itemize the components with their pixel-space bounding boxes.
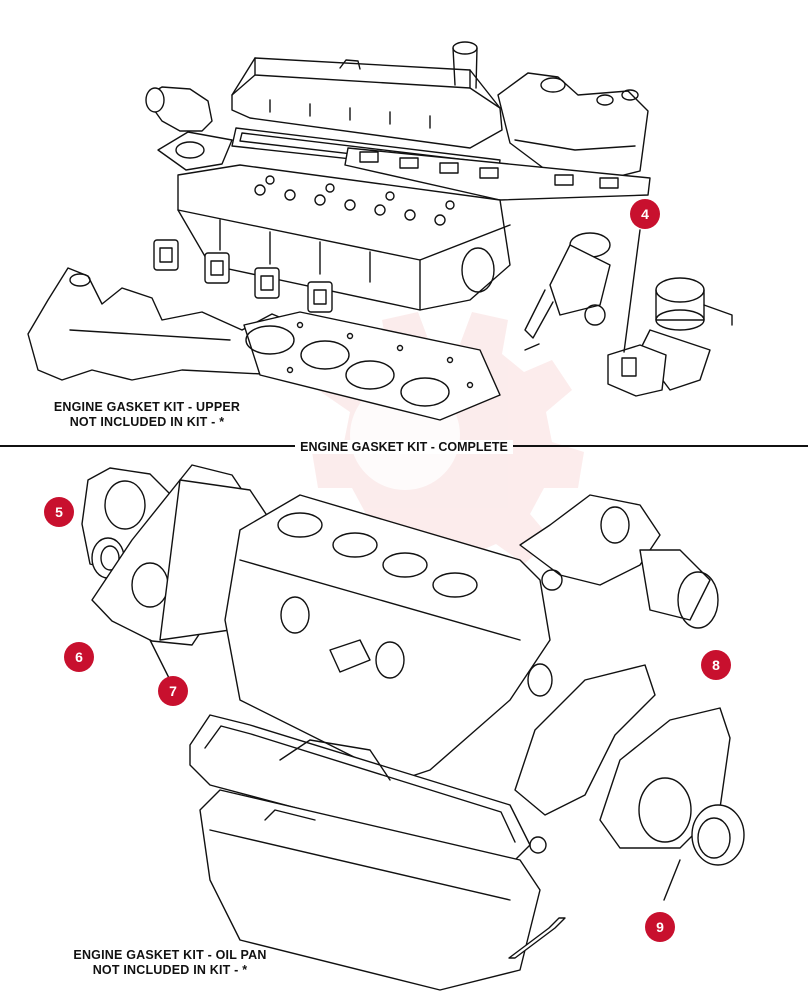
oil-pan	[199, 739, 547, 991]
oilpan-kit-label-line2: NOT INCLUDED IN KIT - *	[92, 963, 248, 977]
engine-block	[224, 494, 553, 781]
callout-6: 6	[64, 642, 94, 672]
rear-seal-retainer	[599, 707, 731, 849]
callout-7: 7	[158, 676, 188, 706]
callout-5: 5	[44, 497, 74, 527]
complete-kit-label: ENGINE GASKET KIT - COMPLETE	[295, 440, 513, 454]
oilpan-kit-label: ENGINE GASKET KIT - OIL PAN NOT INCLUDED…	[60, 948, 280, 978]
distributor	[524, 232, 611, 351]
upper-kit-label-line1: ENGINE GASKET KIT - UPPER	[53, 400, 241, 414]
manifold-gasket	[344, 147, 651, 201]
oil-filter-assembly	[519, 494, 719, 629]
upper-kit-label: ENGINE GASKET KIT - UPPER NOT INCLUDED I…	[42, 400, 252, 430]
exhaust-port-gaskets	[153, 239, 333, 313]
upper-kit-label-line2: NOT INCLUDED IN KIT - *	[69, 415, 225, 429]
rear-seal-gasket	[514, 664, 656, 816]
rear-main-seal	[663, 804, 745, 901]
callout-4: 4	[630, 199, 660, 229]
valve-cover	[231, 41, 503, 149]
complete-kit-divider: ENGINE GASKET KIT - COMPLETE	[0, 437, 808, 455]
callout-9: 9	[645, 912, 675, 942]
fuel-pump-gasket	[607, 229, 667, 397]
thermostat-housing	[145, 86, 233, 171]
intake-manifold	[497, 72, 649, 182]
exhaust-manifold	[27, 267, 297, 381]
callout-8: 8	[701, 650, 731, 680]
rear-bearing-half	[508, 917, 566, 959]
oilpan-kit-label-line1: ENGINE GASKET KIT - OIL PAN	[73, 948, 267, 962]
head-gasket	[243, 311, 501, 421]
